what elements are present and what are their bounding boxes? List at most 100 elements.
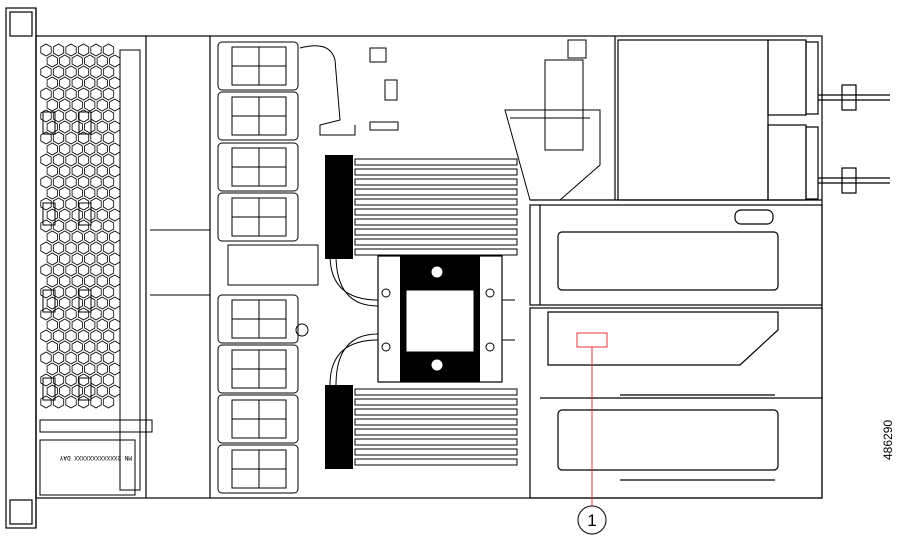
vent-hole <box>59 296 71 310</box>
vent-hole <box>84 120 96 134</box>
vent-hole <box>52 175 65 189</box>
vent-hole <box>71 274 83 288</box>
vent-hole <box>52 285 65 299</box>
riser-cage-upper <box>529 204 823 306</box>
dimm-slot <box>354 248 518 256</box>
vent-hole <box>102 307 115 321</box>
vent-hole <box>71 252 83 266</box>
dimm-slot <box>354 398 518 406</box>
vent-hole <box>84 340 96 354</box>
vent-hole <box>59 274 71 288</box>
vent-hole <box>109 384 121 398</box>
vent-hole <box>109 296 121 310</box>
vent-hole <box>71 384 83 398</box>
vent-hole <box>65 153 77 167</box>
vent-hole <box>77 351 90 365</box>
dimm-slot <box>354 418 518 426</box>
vent-hole <box>52 219 65 233</box>
vent-hole <box>96 296 108 310</box>
vent-hole <box>102 65 115 79</box>
vent-hole <box>96 142 108 156</box>
dimm-slot <box>354 438 518 446</box>
vent-hole <box>102 241 115 255</box>
vent-hole <box>90 109 102 123</box>
vent-hole <box>46 120 58 134</box>
vent-hole <box>40 131 52 145</box>
vent-hole <box>59 142 71 156</box>
vent-hole <box>84 76 96 90</box>
vent-hole <box>59 208 71 222</box>
vent-hole <box>84 54 96 68</box>
vent-hole <box>40 241 52 255</box>
vent-hole <box>84 142 96 156</box>
vent-hole <box>71 318 83 332</box>
vent-hole <box>102 175 115 189</box>
vent-hole <box>90 175 102 189</box>
vent-hole <box>109 252 121 266</box>
vent-hole <box>40 109 52 123</box>
vent-hole <box>96 252 108 266</box>
vent-hole <box>102 285 115 299</box>
dimm-banks <box>325 155 518 469</box>
vent-hole <box>40 175 52 189</box>
vent-hole <box>65 241 77 255</box>
vent-hole <box>84 230 96 244</box>
vent-hole <box>40 373 52 387</box>
vent-hole <box>90 307 102 321</box>
vent-hole <box>71 164 83 178</box>
vent-hole <box>109 98 121 112</box>
vent-hole <box>65 373 77 387</box>
vent-hole <box>59 340 71 354</box>
vent-hole <box>90 219 102 233</box>
vent-hole <box>84 384 96 398</box>
dimm-slot <box>354 408 518 416</box>
vent-hole <box>71 296 83 310</box>
vent-hole <box>102 43 115 57</box>
fan-module <box>217 192 299 242</box>
vent-hole <box>84 98 96 112</box>
vent-hole <box>71 340 83 354</box>
dimm-slot <box>354 178 518 186</box>
vent-hole <box>46 318 58 332</box>
vent-hole <box>102 329 115 343</box>
vent-hole <box>59 98 71 112</box>
vent-hole <box>77 395 90 409</box>
vent-hole <box>71 208 83 222</box>
vent-hole <box>71 76 83 90</box>
vent-hole <box>52 109 65 123</box>
vent-hole <box>40 395 52 409</box>
vent-hole <box>59 230 71 244</box>
vent-hole <box>96 274 108 288</box>
vent-hole <box>46 340 58 354</box>
vent-hole <box>77 197 90 211</box>
vent-hole <box>84 208 96 222</box>
vent-hole <box>109 164 121 178</box>
vent-hole <box>96 186 108 200</box>
vent-hole <box>77 373 90 387</box>
vent-hole <box>96 76 108 90</box>
vent-hole <box>102 219 115 233</box>
vent-hole <box>102 373 115 387</box>
dimm-slot <box>354 198 518 206</box>
vent-hole <box>109 208 121 222</box>
vent-hole <box>90 153 102 167</box>
vent-hole <box>84 362 96 376</box>
vent-hole <box>96 98 108 112</box>
vent-hole <box>96 164 108 178</box>
vent-hole <box>59 186 71 200</box>
vent-hole <box>77 131 90 145</box>
vent-hole <box>71 230 83 244</box>
vent-hole <box>52 263 65 277</box>
chassis-tag-label: MN 2XXXXXXXXXXXX DAY <box>59 454 132 461</box>
vent-hole <box>96 230 108 244</box>
vent-hole <box>84 186 96 200</box>
fan-module <box>217 294 299 344</box>
vent-hole <box>102 351 115 365</box>
vent-hole <box>90 65 102 79</box>
vent-hole <box>46 384 58 398</box>
vent-hole <box>102 109 115 123</box>
vent-hole <box>59 384 71 398</box>
vent-hole <box>102 395 115 409</box>
vent-hole <box>52 87 65 101</box>
vent-hole <box>77 263 90 277</box>
